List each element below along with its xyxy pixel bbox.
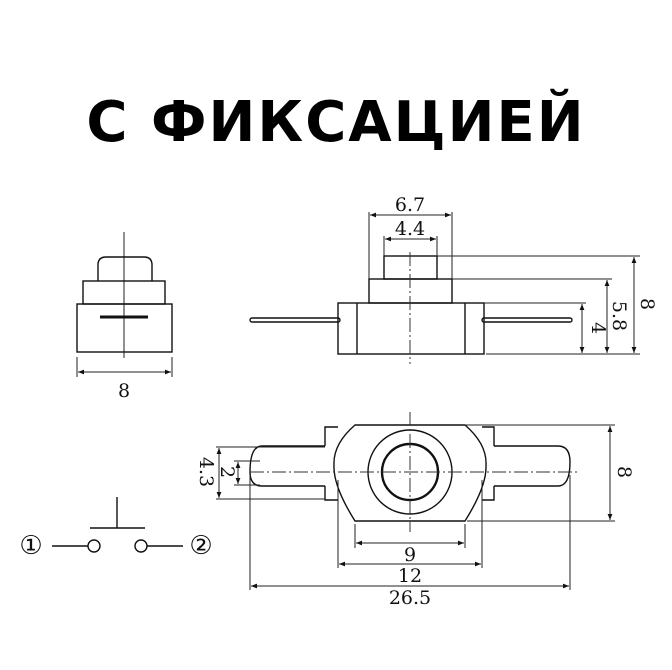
side-mid-height-dim: 5.8 [608,301,630,331]
front-width-dim: 8 [118,380,130,402]
flat-width-dim: 9 [404,544,416,566]
body-width-dim: 12 [398,565,422,587]
front-view: 8 [76,232,173,402]
terminal-2-label: ② [189,531,212,561]
side-top-inner-dim: 4.4 [395,218,425,240]
page-title: С ФИКСАЦИЕЙ [86,90,586,155]
overall-length-dim: 26.5 [389,587,431,609]
top-height-dim: 8 [613,466,635,478]
switch-schematic: ① ② [19,497,213,561]
terminal-inner-width-dim: 2 [216,466,238,478]
top-view: 4.3 2 8 9 12 26.5 [195,412,635,609]
side-view: 6.7 4.4 4 5.8 8 [249,194,658,364]
side-top-outer-dim: 6.7 [395,194,425,216]
side-total-height-dim: 8 [636,298,658,310]
terminal-1-label: ① [19,531,42,561]
side-body-height-dim: 4 [587,322,609,334]
terminal-outer-width-dim: 4.3 [195,457,217,487]
